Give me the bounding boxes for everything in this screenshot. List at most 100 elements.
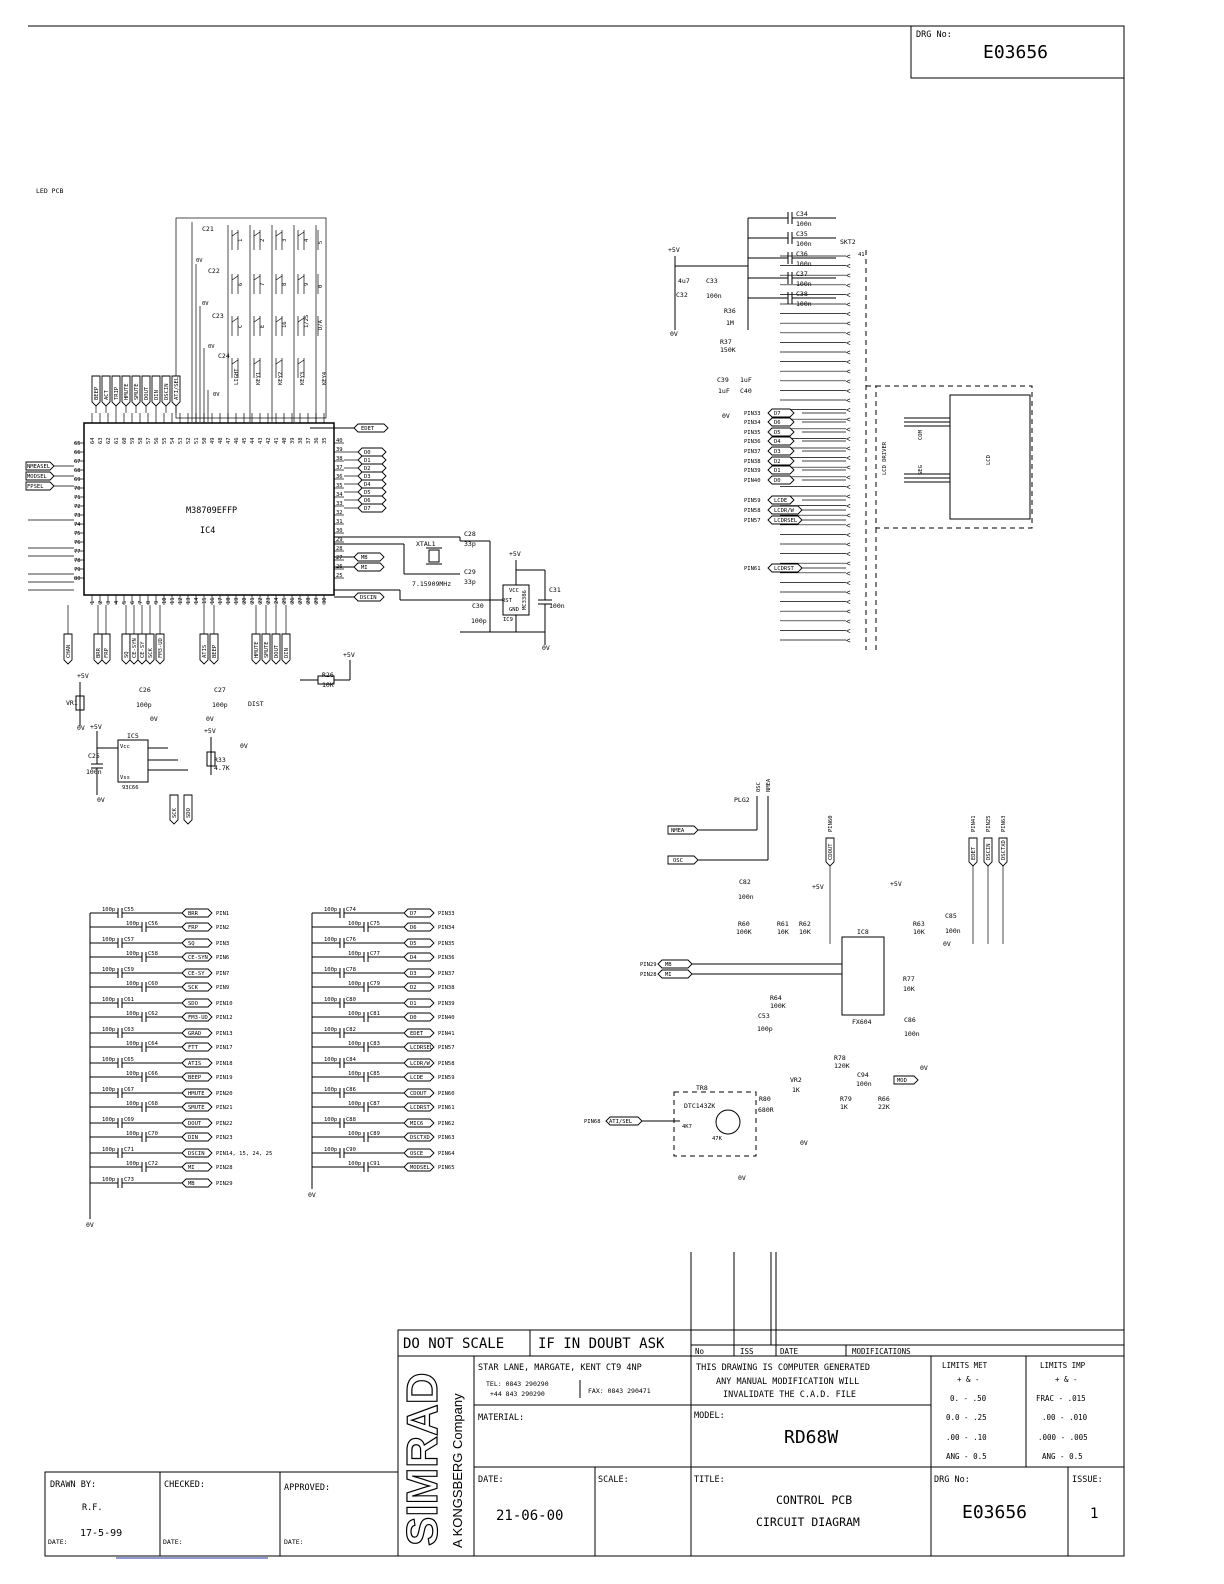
mcu-pin-number: 27 (298, 597, 304, 604)
decoup-ref: C56 (148, 921, 158, 927)
switch-label: 2 (260, 239, 266, 242)
svg-text:+5V: +5V (204, 727, 216, 735)
svg-text:COM: COM (918, 429, 924, 440)
modem-top-pin: PIN25 (986, 815, 992, 832)
skt-pin: < (846, 415, 851, 424)
svg-text:ATI/SEL: ATI/SEL (609, 1119, 633, 1125)
decoup-value: 100p (126, 1071, 139, 1077)
mcu-pin-number: 78 (74, 558, 81, 564)
decoup-net-text: EDET (410, 1031, 424, 1037)
decoup-pin: PIN2 (216, 925, 229, 931)
mcu-pin-number: 35 (322, 437, 328, 444)
svg-text:C82: C82 (739, 878, 751, 886)
lcd-net-pin: PIN61 (744, 566, 761, 572)
skt-pin: < (846, 367, 851, 376)
svg-text:PIN68: PIN68 (584, 1119, 601, 1125)
decoup-value: 100p (324, 967, 337, 973)
decoup-ref: C78 (346, 967, 356, 973)
lcd-net-tag (767, 475, 795, 485)
section-label: LED PCB (36, 187, 63, 195)
decoup-net (403, 982, 435, 992)
skt-pin: < (846, 310, 851, 319)
decoup-ref: C64 (148, 1041, 159, 1047)
skt-pin: < (846, 626, 851, 635)
modem-top-tag-text: CDOUT (828, 843, 834, 860)
crystal-freq: 7.15909MHz (412, 580, 451, 588)
mcu-bottom-tag-text: DIN (284, 648, 290, 658)
decoup-net (181, 1162, 213, 1172)
skt-pin: < (846, 511, 851, 520)
svg-text:+44 843 290290: +44 843 290290 (490, 1390, 545, 1398)
svg-text:R63: R63 (913, 920, 925, 928)
mcu-bottom-tag (93, 633, 103, 665)
lcd-net-tag-text: D3 (774, 449, 781, 455)
skt-pin: < (846, 262, 851, 271)
skt-pin: < (846, 578, 851, 587)
lcd-cap-ref: C38 (796, 290, 808, 298)
decoup-ref: C80 (346, 997, 356, 1003)
decoup-pin: PIN35 (438, 941, 455, 947)
mcu-bottom-tag (137, 633, 147, 665)
mcu-pin-number: 30 (322, 597, 328, 604)
decoup-net-text: FM3-UD (188, 1015, 208, 1021)
mcu-pin-number: 36 (336, 474, 343, 480)
mcu-right-tag (357, 479, 387, 489)
decoup-pin: PIN64 (438, 1151, 455, 1157)
decoup-net (181, 1012, 213, 1022)
decoup-value: 100p (102, 937, 115, 943)
decoup-ref: C86 (346, 1087, 356, 1093)
decoup-pin: PIN9 (216, 985, 229, 991)
mcu-pin-number: 10 (162, 597, 168, 604)
drg-number: E03656 (962, 1502, 1027, 1523)
mcu-top-tag (151, 375, 161, 407)
drawn-by: R.F. (82, 1503, 102, 1513)
mcu-bottom-tag (63, 633, 73, 665)
mcu-top-tag (101, 375, 111, 407)
svg-text:10K: 10K (903, 985, 915, 993)
svg-text:+5V: +5V (509, 550, 521, 558)
decoup-value: 100p (348, 1011, 361, 1017)
mcu-pin-number: 26 (290, 597, 296, 604)
mcu-pin-number: 15 (202, 597, 208, 604)
mcu-pin-number: 8 (146, 601, 152, 604)
svg-text:100p: 100p (471, 617, 487, 625)
skt-pin: < (846, 434, 851, 443)
svg-text:120K: 120K (834, 1062, 850, 1070)
decoup-value: 100p (348, 1041, 361, 1047)
svg-text:R60: R60 (738, 920, 750, 928)
svg-text:DATE: DATE (780, 1347, 799, 1356)
svg-text:Vcc: Vcc (120, 744, 130, 750)
mcu-pin-number: 46 (234, 437, 240, 444)
decoup-net-text: CE-SYN (188, 955, 208, 961)
switch-contact (297, 317, 305, 323)
mcu-top-tag (141, 375, 151, 407)
svg-text:IC9: IC9 (503, 617, 513, 623)
svg-text:OSC: OSC (756, 782, 762, 792)
modem-top-tag (825, 837, 835, 867)
svg-text:C23: C23 (212, 312, 224, 320)
decoup-net (403, 1162, 435, 1172)
mcu-right-tag-text: D0 (364, 450, 371, 456)
decoup-net-text: CE-SY (188, 971, 205, 977)
svg-text:100p: 100p (212, 701, 228, 709)
mcu-pin-number: 70 (74, 486, 81, 492)
decoup-ref: C85 (370, 1071, 380, 1077)
sck-sdo-tags: SCK SDO (169, 794, 193, 825)
decoup-net-text: CDOUT (410, 1091, 427, 1097)
model: RD68W (784, 1427, 838, 1448)
svg-text:RST: RST (502, 598, 513, 604)
decoup-net-text: D3 (410, 971, 417, 977)
mcu-pin-number: 19 (234, 597, 240, 604)
mcu-pin-number: 57 (146, 437, 152, 444)
decoup-ref: C58 (148, 951, 158, 957)
mcu-pin-number: 47 (226, 437, 232, 444)
mcu-pin-number: 1 (90, 601, 96, 604)
mcu-pin-number: 66 (74, 450, 81, 456)
mcu-pin-number: 76 (74, 540, 81, 546)
mcu-pin-number: 36 (314, 437, 320, 444)
lcd-net-pin: PIN35 (744, 430, 761, 436)
issue-number: 1 (1090, 1506, 1098, 1522)
